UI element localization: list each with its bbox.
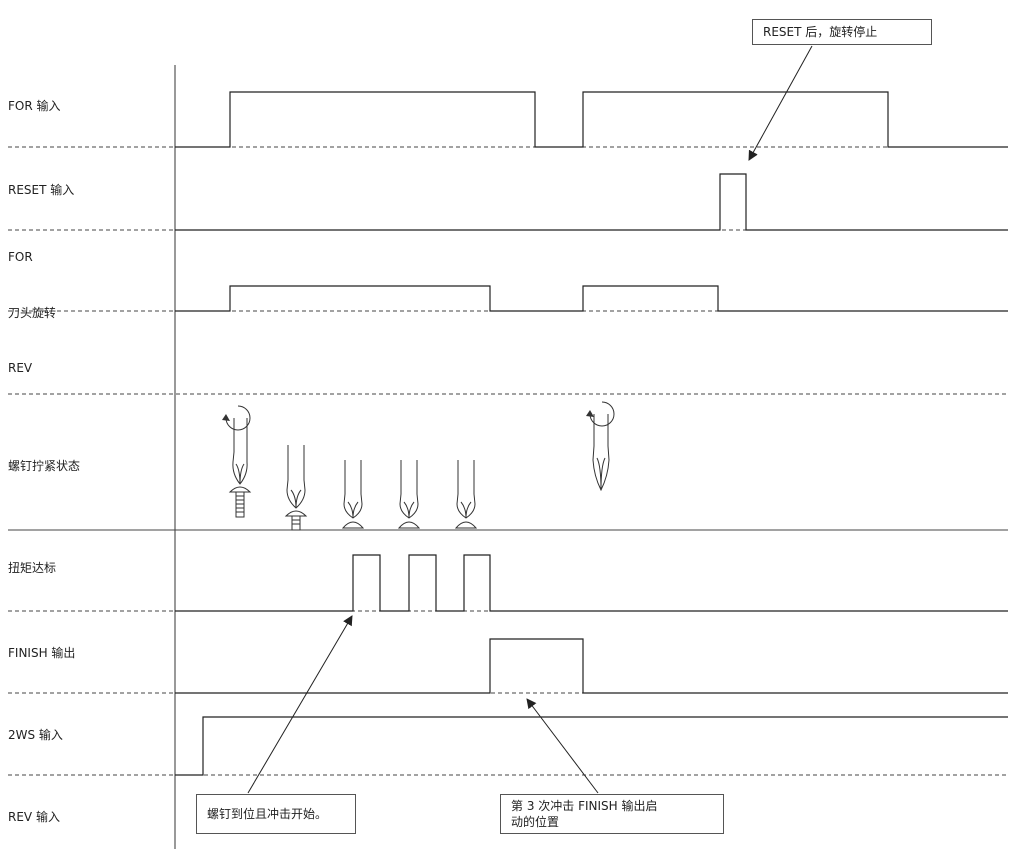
label-for-input: FOR 输入 — [8, 99, 61, 113]
wave-2ws-input — [175, 716, 1008, 776]
wave-finish-output — [175, 638, 1008, 694]
screwdriver-bit-icon — [456, 460, 476, 519]
note-reset-stop: RESET 后，旋转停止 — [752, 19, 932, 45]
callout-arrow-impact — [247, 615, 353, 794]
screwdriver-bit-icon — [286, 445, 306, 509]
callout-arrow-finish — [526, 698, 599, 794]
label-screw-state: 螺钉拧紧状态 — [8, 459, 81, 473]
screwdriver-bit-icon — [586, 401, 615, 492]
screwdriver-bit-icon — [343, 460, 363, 519]
wave-reset-input — [175, 173, 1008, 231]
screw-icon — [397, 521, 421, 529]
label-finish-output: FINISH 输出 — [8, 646, 76, 660]
note-finish-start-line2: 动的位置 — [511, 815, 560, 829]
wave-torque-reached — [175, 554, 1008, 612]
note-finish-start: 第 3 次冲击 FINISH 输出启 动的位置 — [500, 794, 724, 834]
note-seated-impact-start: 螺钉到位且冲击开始。 — [196, 794, 356, 834]
note-reset-stop-text: RESET 后，旋转停止 — [763, 25, 878, 39]
screw-icon — [341, 521, 365, 529]
label-for: FOR — [8, 250, 33, 264]
wave-for-input — [175, 91, 1008, 148]
label-rev: REV — [8, 361, 33, 375]
label-rev-input: REV 输入 — [8, 810, 60, 824]
screw-icon — [228, 486, 252, 518]
note-finish-start-line1: 第 3 次冲击 FINISH 输出启 — [511, 799, 658, 813]
screw-icon — [454, 521, 478, 529]
label-bit-rotation: 刀头旋转 — [8, 306, 57, 320]
label-2ws-input: 2WS 输入 — [8, 728, 63, 742]
screwdriver-bit-icon — [399, 460, 419, 519]
wave-bit-rotation — [175, 285, 1008, 312]
screwdriver-bit-icon — [222, 405, 251, 485]
label-torque-reached: 扭矩达标 — [8, 561, 57, 575]
callout-arrow-reset — [748, 45, 813, 161]
screw-icon — [284, 510, 308, 531]
note-seated-impact-start-text: 螺钉到位且冲击开始。 — [207, 807, 328, 821]
label-reset-input: RESET 输入 — [8, 183, 75, 197]
